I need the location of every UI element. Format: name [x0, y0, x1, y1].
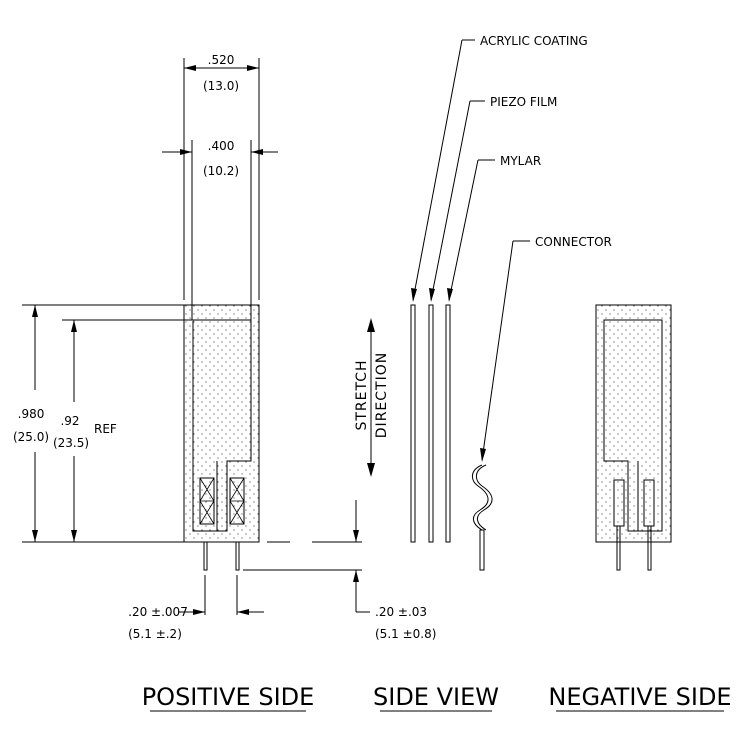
dim-width-outer-in: .520 [208, 53, 235, 67]
dim-width-inner-in: .400 [208, 139, 235, 153]
positive-contact-tab-left [199, 477, 215, 525]
dim-height-outer-mm: (25.0) [13, 430, 49, 444]
connector-clip [472, 464, 493, 571]
label-connector: CONNECTOR [535, 235, 612, 249]
label-mylar: MYLAR [500, 154, 541, 168]
negative-film-body [595, 304, 672, 543]
side-view: ACRYLIC COATING PIEZO FILM MYLAR CONNECT… [410, 34, 612, 571]
layer-piezo-film [428, 304, 434, 543]
dim-width-outer-mm: (13.0) [203, 79, 239, 93]
label-piezo-film: PIEZO FILM [490, 95, 557, 109]
dimension-width-outer: .520 (13.0) [183, 53, 260, 300]
label-stretch: STRETCH [354, 359, 370, 430]
label-acrylic-coating: ACRYLIC COATING [480, 34, 588, 48]
positive-film-body [183, 304, 260, 543]
dim-height-inner-mm: (23.5) [53, 436, 89, 450]
dim-pin-length-in: .20 ±.03 [375, 605, 427, 619]
title-side-view: SIDE VIEW [373, 683, 499, 711]
negative-side-view [595, 304, 672, 571]
positive-pin-right [235, 541, 240, 571]
dim-width-inner-mm: (10.2) [203, 164, 239, 178]
title-negative-side: NEGATIVE SIDE [548, 683, 731, 711]
title-positive-side: POSITIVE SIDE [142, 683, 315, 711]
negative-pin-right [647, 525, 652, 571]
dimension-pin-spacing: .20 ±.007 (5.1 ±.2) [128, 575, 264, 641]
dimension-height-inner: .92 (23.5) REF [53, 319, 192, 542]
negative-electrode-outline [603, 319, 663, 532]
dimension-width-inner: .400 (10.2) [162, 139, 278, 320]
dim-height-outer-in: .980 [18, 407, 45, 421]
dim-pin-length-mm: (5.1 ±0.8) [375, 627, 436, 641]
dimension-height-outer: .980 (25.0) [13, 304, 184, 543]
label-direction: DIRECTION [374, 352, 390, 438]
layer-acrylic-coating [410, 304, 416, 543]
dim-pin-spacing-mm: (5.1 ±.2) [128, 627, 182, 641]
positive-pin-left [203, 541, 208, 571]
view-titles: POSITIVE SIDE SIDE VIEW NEGATIVE SIDE [142, 683, 732, 712]
dim-ref-label: REF [94, 422, 117, 436]
layer-mylar [445, 304, 451, 543]
stretch-direction-indicator: STRETCH DIRECTION [354, 318, 390, 477]
positive-side-view [183, 304, 260, 571]
dim-pin-spacing-in: .20 ±.007 [128, 605, 188, 619]
dim-height-inner-in: .92 [60, 414, 79, 428]
positive-contact-tab-right [229, 477, 245, 525]
dimension-pin-length: .20 ±.03 (5.1 ±0.8) [243, 500, 436, 641]
negative-pin-left [616, 525, 621, 571]
